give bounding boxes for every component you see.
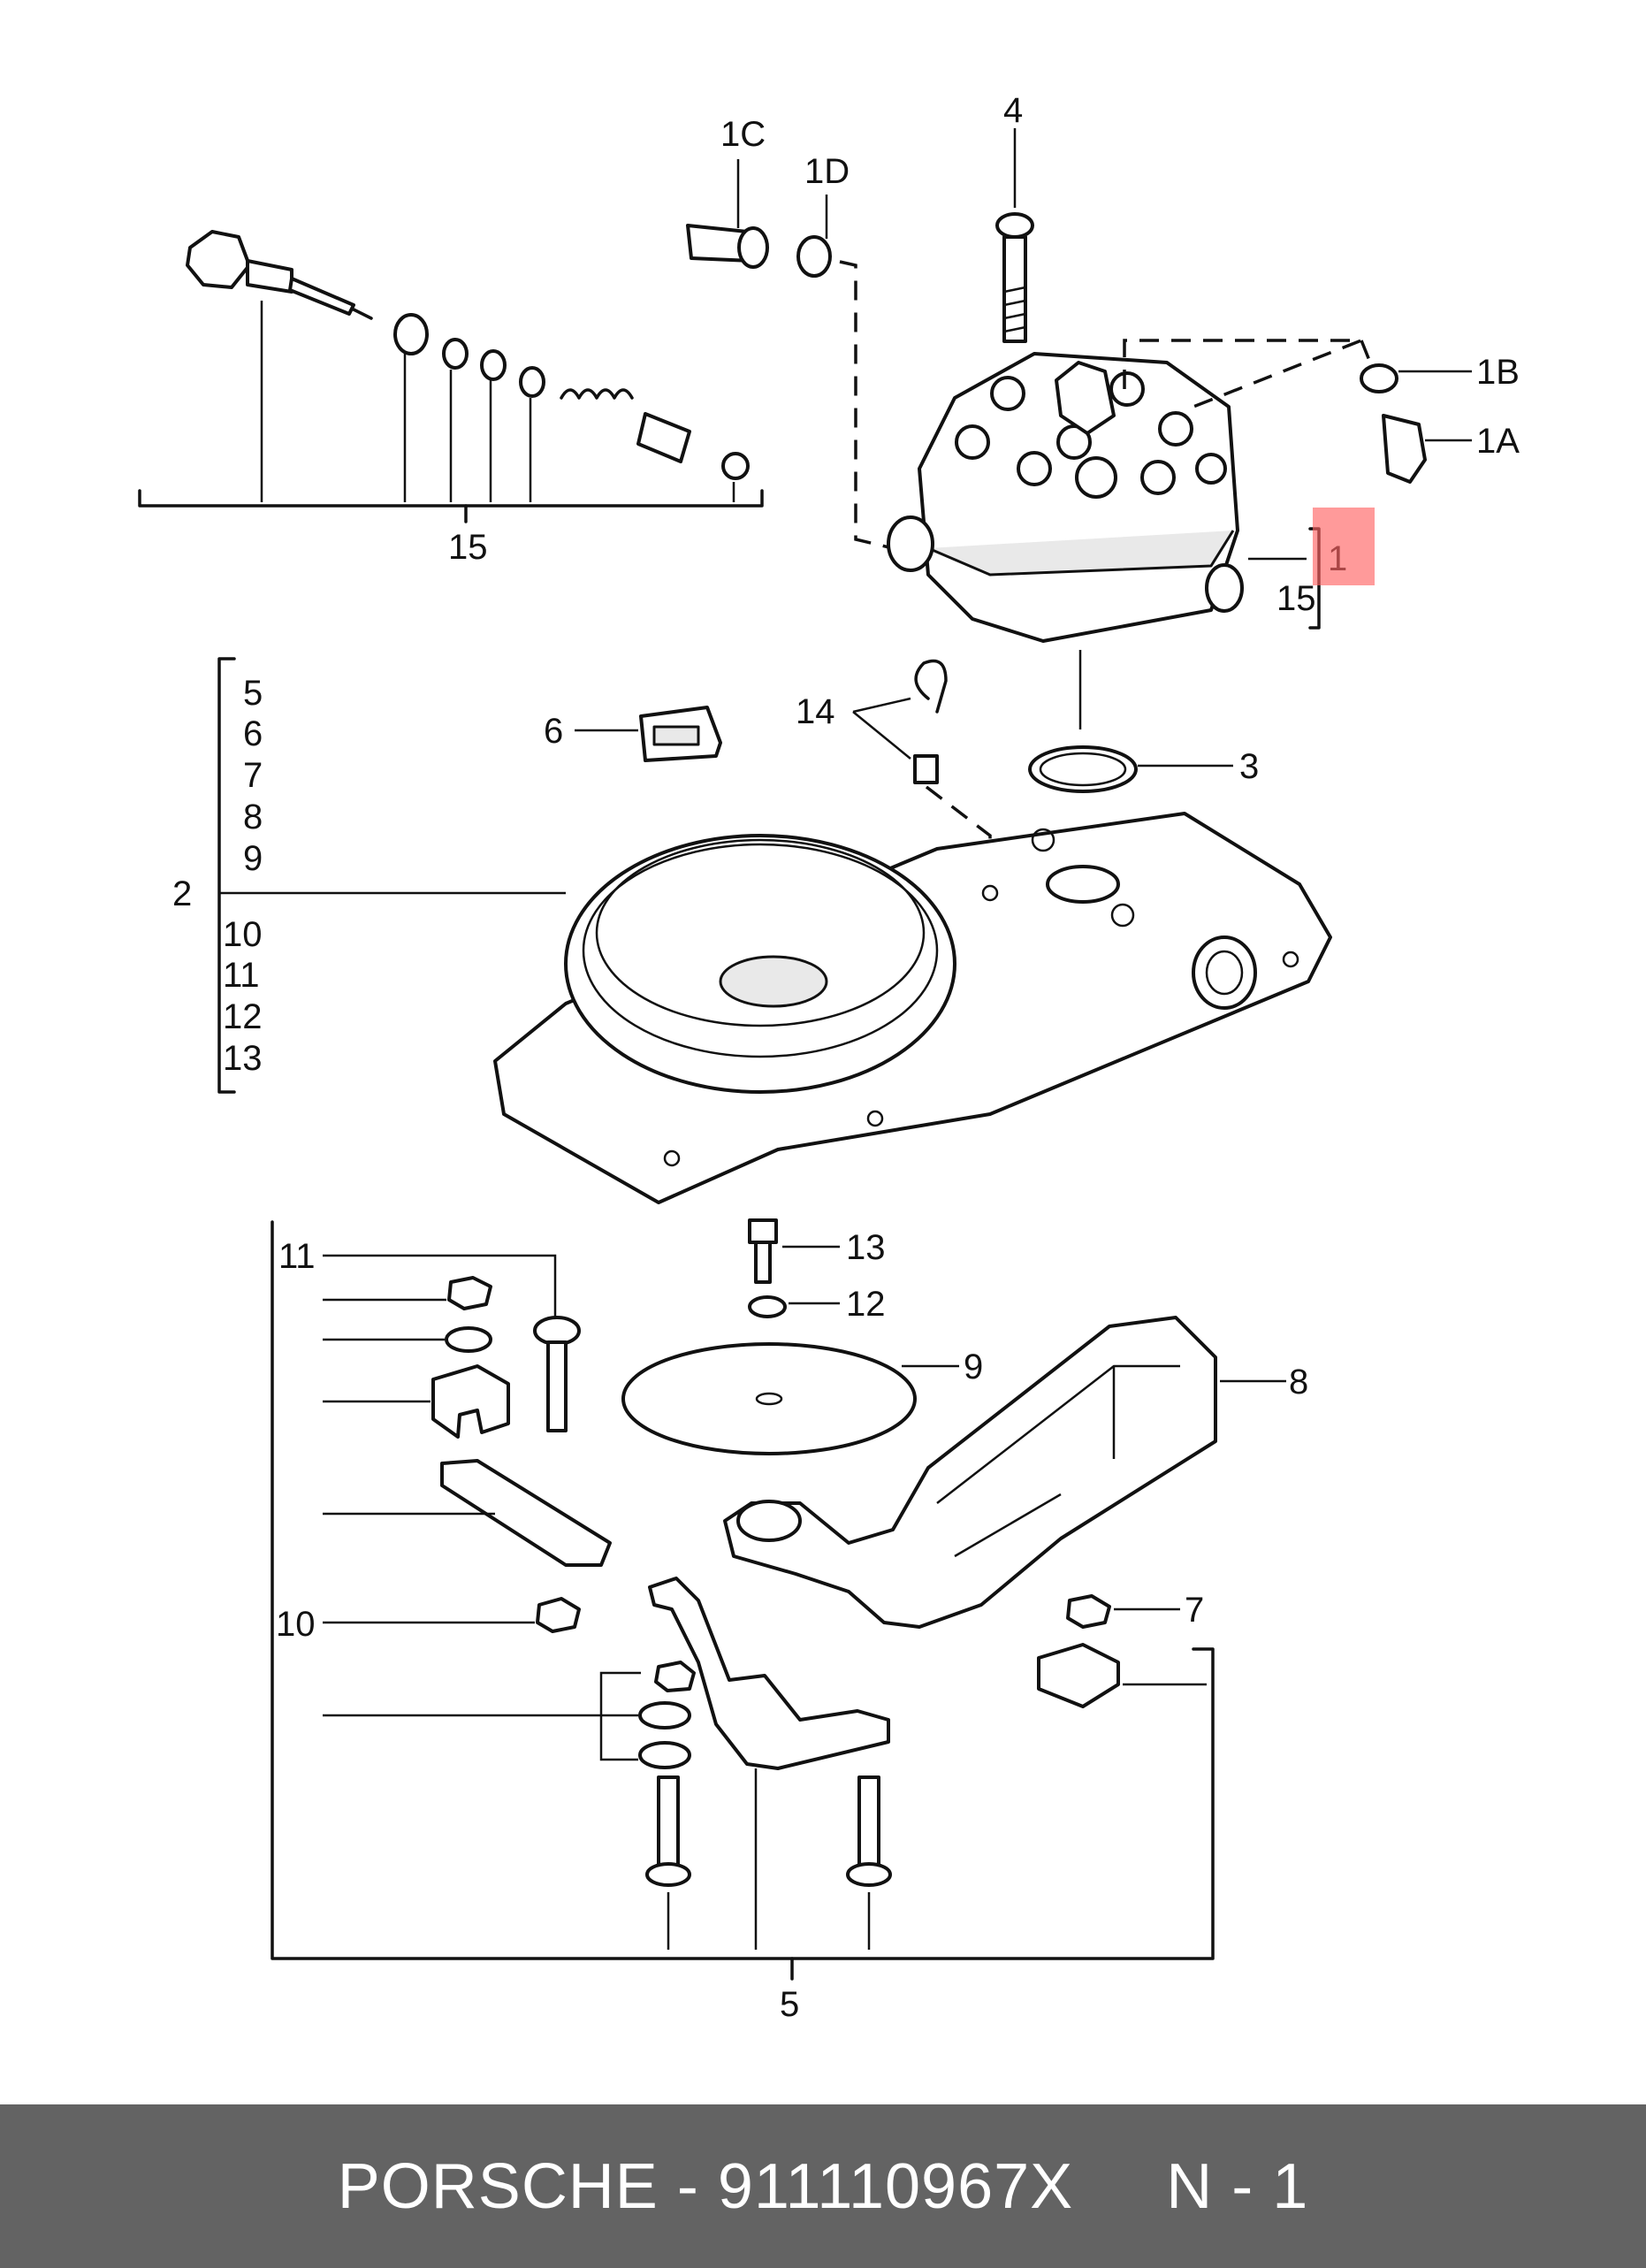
valve-assembly-group	[138, 230, 764, 523]
callout-2: 2	[172, 874, 192, 913]
callout-14: 14	[796, 692, 835, 731]
callout-4: 4	[1003, 91, 1023, 130]
disc-9	[621, 1342, 959, 1455]
terminal-1a	[1382, 414, 1472, 484]
dashed-leader-cap	[1123, 339, 1362, 409]
screw-left	[645, 1775, 691, 1950]
callout-1d: 1D	[804, 152, 850, 191]
screw-right	[846, 1775, 892, 1950]
seal-ring-1d	[796, 195, 832, 278]
screw-4	[995, 128, 1034, 343]
nut-7	[1066, 1594, 1180, 1629]
group-item-6: 6	[243, 714, 263, 753]
part-highlight-marker	[1313, 508, 1375, 585]
dashed-leader-1d	[839, 260, 894, 550]
seal-ring-3	[1028, 745, 1233, 793]
group-item-11: 11	[223, 956, 260, 995]
callout-13: 13	[846, 1228, 886, 1267]
lever-8	[723, 1316, 1286, 1629]
washer-12	[748, 1295, 840, 1318]
callout-6: 6	[544, 712, 563, 751]
callout-7: 7	[1185, 1591, 1204, 1630]
footer-part-number: PORSCHE - 911110967X N - 1	[337, 2150, 1309, 2222]
callout-12: 12	[846, 1285, 886, 1324]
nut-10	[323, 1597, 581, 1633]
group-item-12: 12	[223, 997, 263, 1036]
group-item-10: 10	[223, 915, 263, 954]
washer-small	[323, 1326, 492, 1353]
bracket-group-5	[271, 1220, 1215, 1960]
callout-15-cap: 15	[1276, 579, 1316, 618]
callout-1a: 1A	[1476, 422, 1520, 461]
callout-9: 9	[964, 1348, 983, 1386]
group-item-13: 13	[223, 1039, 263, 1078]
housing-2	[493, 812, 1332, 1204]
bracket-group-2	[217, 657, 236, 1094]
callout-5: 5	[780, 1985, 799, 2024]
exploded-parts-diagram: 15 1C 1D 4 1	[138, 91, 1520, 2024]
callout-11: 11	[278, 1237, 316, 1276]
callout-8: 8	[1289, 1363, 1308, 1401]
washer-1b	[1360, 363, 1472, 393]
callout-3: 3	[1239, 747, 1259, 786]
group-item-8: 8	[243, 798, 263, 836]
footer-bar: PORSCHE - 911110967X N - 1	[0, 2104, 1646, 2268]
block-7b	[1037, 1643, 1207, 1708]
washer-stack	[323, 1661, 696, 1769]
group-item-9: 9	[243, 839, 263, 878]
callout-15-top: 15	[448, 528, 488, 567]
group-item-7: 7	[243, 756, 263, 795]
dashed-leader-1b	[1360, 340, 1372, 363]
distributor-cap-1	[887, 352, 1244, 643]
group-item-5: 5	[243, 674, 263, 713]
callout-1b: 1B	[1476, 353, 1520, 392]
leader-11	[323, 1254, 557, 1317]
callout-1c: 1C	[720, 115, 766, 154]
bracket-block	[323, 1364, 510, 1439]
bolt-pin	[533, 1316, 581, 1432]
screw-13	[748, 1218, 840, 1284]
clamp-strip	[323, 1459, 612, 1567]
fitting-1c	[686, 159, 769, 269]
nut-top	[323, 1276, 492, 1310]
callout-10: 10	[276, 1605, 316, 1644]
lower-arm	[648, 1577, 890, 1950]
connector-6	[575, 706, 722, 762]
